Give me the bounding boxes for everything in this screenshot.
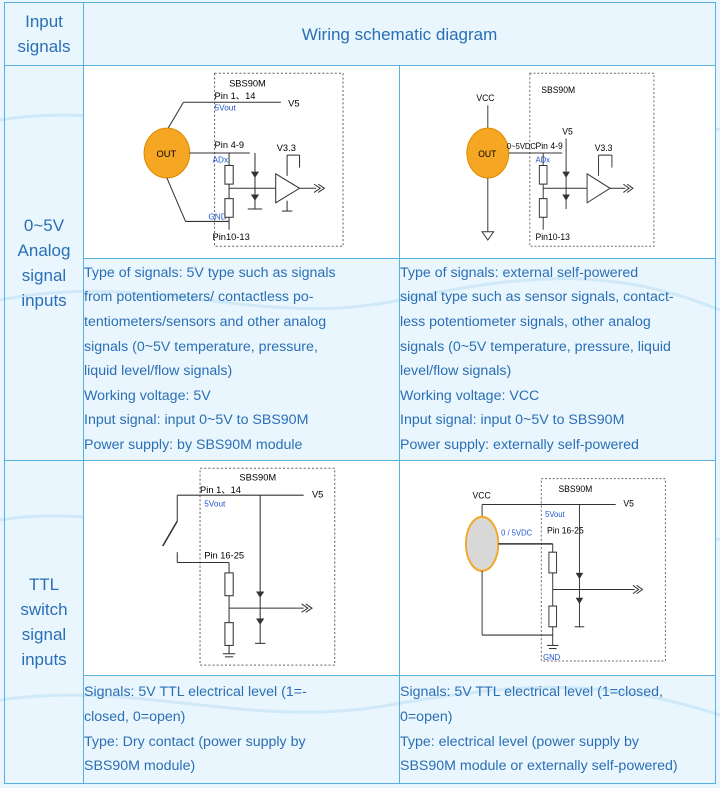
wiring-table: Input signals Wiring schematic diagram 0… xyxy=(4,2,716,785)
ttl-left-description: Signals: 5V TTL electrical level (1=- cl… xyxy=(83,675,400,785)
v5-label: V5 xyxy=(312,489,323,499)
module-label: SBS90M xyxy=(239,472,276,482)
gnd-label: GND xyxy=(208,212,226,221)
analog-right-diagram: SBS90M VCC OUT 0~5VDC Pin 4-9 ADx V5 xyxy=(399,65,716,259)
analog-right-description: Type of signals: external self-powered s… xyxy=(399,257,716,461)
pin-mid-label: Pin 4-9 xyxy=(215,140,245,150)
ttl-right-schematic: SBS90M VCC V5 5Vout 0 / 5VDC Pin 16-25 xyxy=(464,477,666,662)
opamp-triangle xyxy=(275,172,301,204)
ttl-source-circle xyxy=(464,515,500,572)
v5-label: V5 xyxy=(562,126,573,136)
analog-left-diagram: SBS90M Pin 1、14 5Vout V5 OUT Pin 4-9 ADx… xyxy=(83,65,400,259)
ttl-left-schematic: SBS90M Pin 1、14 5Vout V5 Pin 16-25 xyxy=(162,467,336,666)
vcc-label: VCC xyxy=(476,93,495,103)
header-input-signals: Input signals xyxy=(4,2,84,66)
ttl-right-diagram: SBS90M VCC V5 5Vout 0 / 5VDC Pin 16-25 xyxy=(399,459,716,677)
vout-label: 5Vout xyxy=(215,104,237,113)
sensor-out-label: OUT xyxy=(157,149,177,159)
module-label: SBS90M xyxy=(558,483,592,493)
pin-top-label: Pin 1、14 xyxy=(200,485,241,495)
pin-mid-label: Pin 16-25 xyxy=(204,550,244,560)
pin-mid-label: Pin 16-25 xyxy=(547,525,584,535)
ttl-right-description: Signals: 5V TTL electrical level (1=clos… xyxy=(399,675,716,785)
pin-mid-label: Pin 4-9 xyxy=(536,141,563,151)
vdc-label: 0 / 5VDC xyxy=(501,528,532,537)
module-label: SBS90M xyxy=(541,85,575,95)
row-label-analog: 0~5V Analog signal inputs xyxy=(4,65,84,461)
v33-label: V3.3 xyxy=(277,143,296,153)
sensor-out-label: OUT xyxy=(478,149,497,159)
analog-left-schematic: SBS90M Pin 1、14 5Vout V5 OUT Pin 4-9 ADx… xyxy=(143,72,344,247)
v33-label: V3.3 xyxy=(595,143,613,153)
vout-label: 5Vout xyxy=(545,509,565,518)
gnd-label: GND xyxy=(543,652,560,661)
adx-label: ADx xyxy=(212,155,228,164)
vdc-label: 0~5VDC xyxy=(507,142,536,151)
vcc-label: VCC xyxy=(473,490,492,500)
pin-bottom-label: Pin10-13 xyxy=(536,232,570,242)
pin-bottom-label: Pin10-13 xyxy=(212,232,249,242)
dry-contact-switch xyxy=(162,520,178,547)
header-wiring-schematic: Wiring schematic diagram xyxy=(83,2,716,66)
pin-top-label: Pin 1、14 xyxy=(215,91,256,101)
analog-right-schematic: SBS90M VCC OUT 0~5VDC Pin 4-9 ADx V5 xyxy=(466,72,655,247)
analog-left-description: Type of signals: 5V type such as signals… xyxy=(83,257,400,461)
row-label-ttl: TTL switch signal inputs xyxy=(4,459,84,785)
ttl-left-diagram: SBS90M Pin 1、14 5Vout V5 Pin 16-25 xyxy=(83,459,400,677)
v5-label: V5 xyxy=(288,98,299,108)
vout-label: 5Vout xyxy=(204,499,226,508)
v5-label: V5 xyxy=(623,498,634,508)
module-label: SBS90M xyxy=(229,79,266,89)
